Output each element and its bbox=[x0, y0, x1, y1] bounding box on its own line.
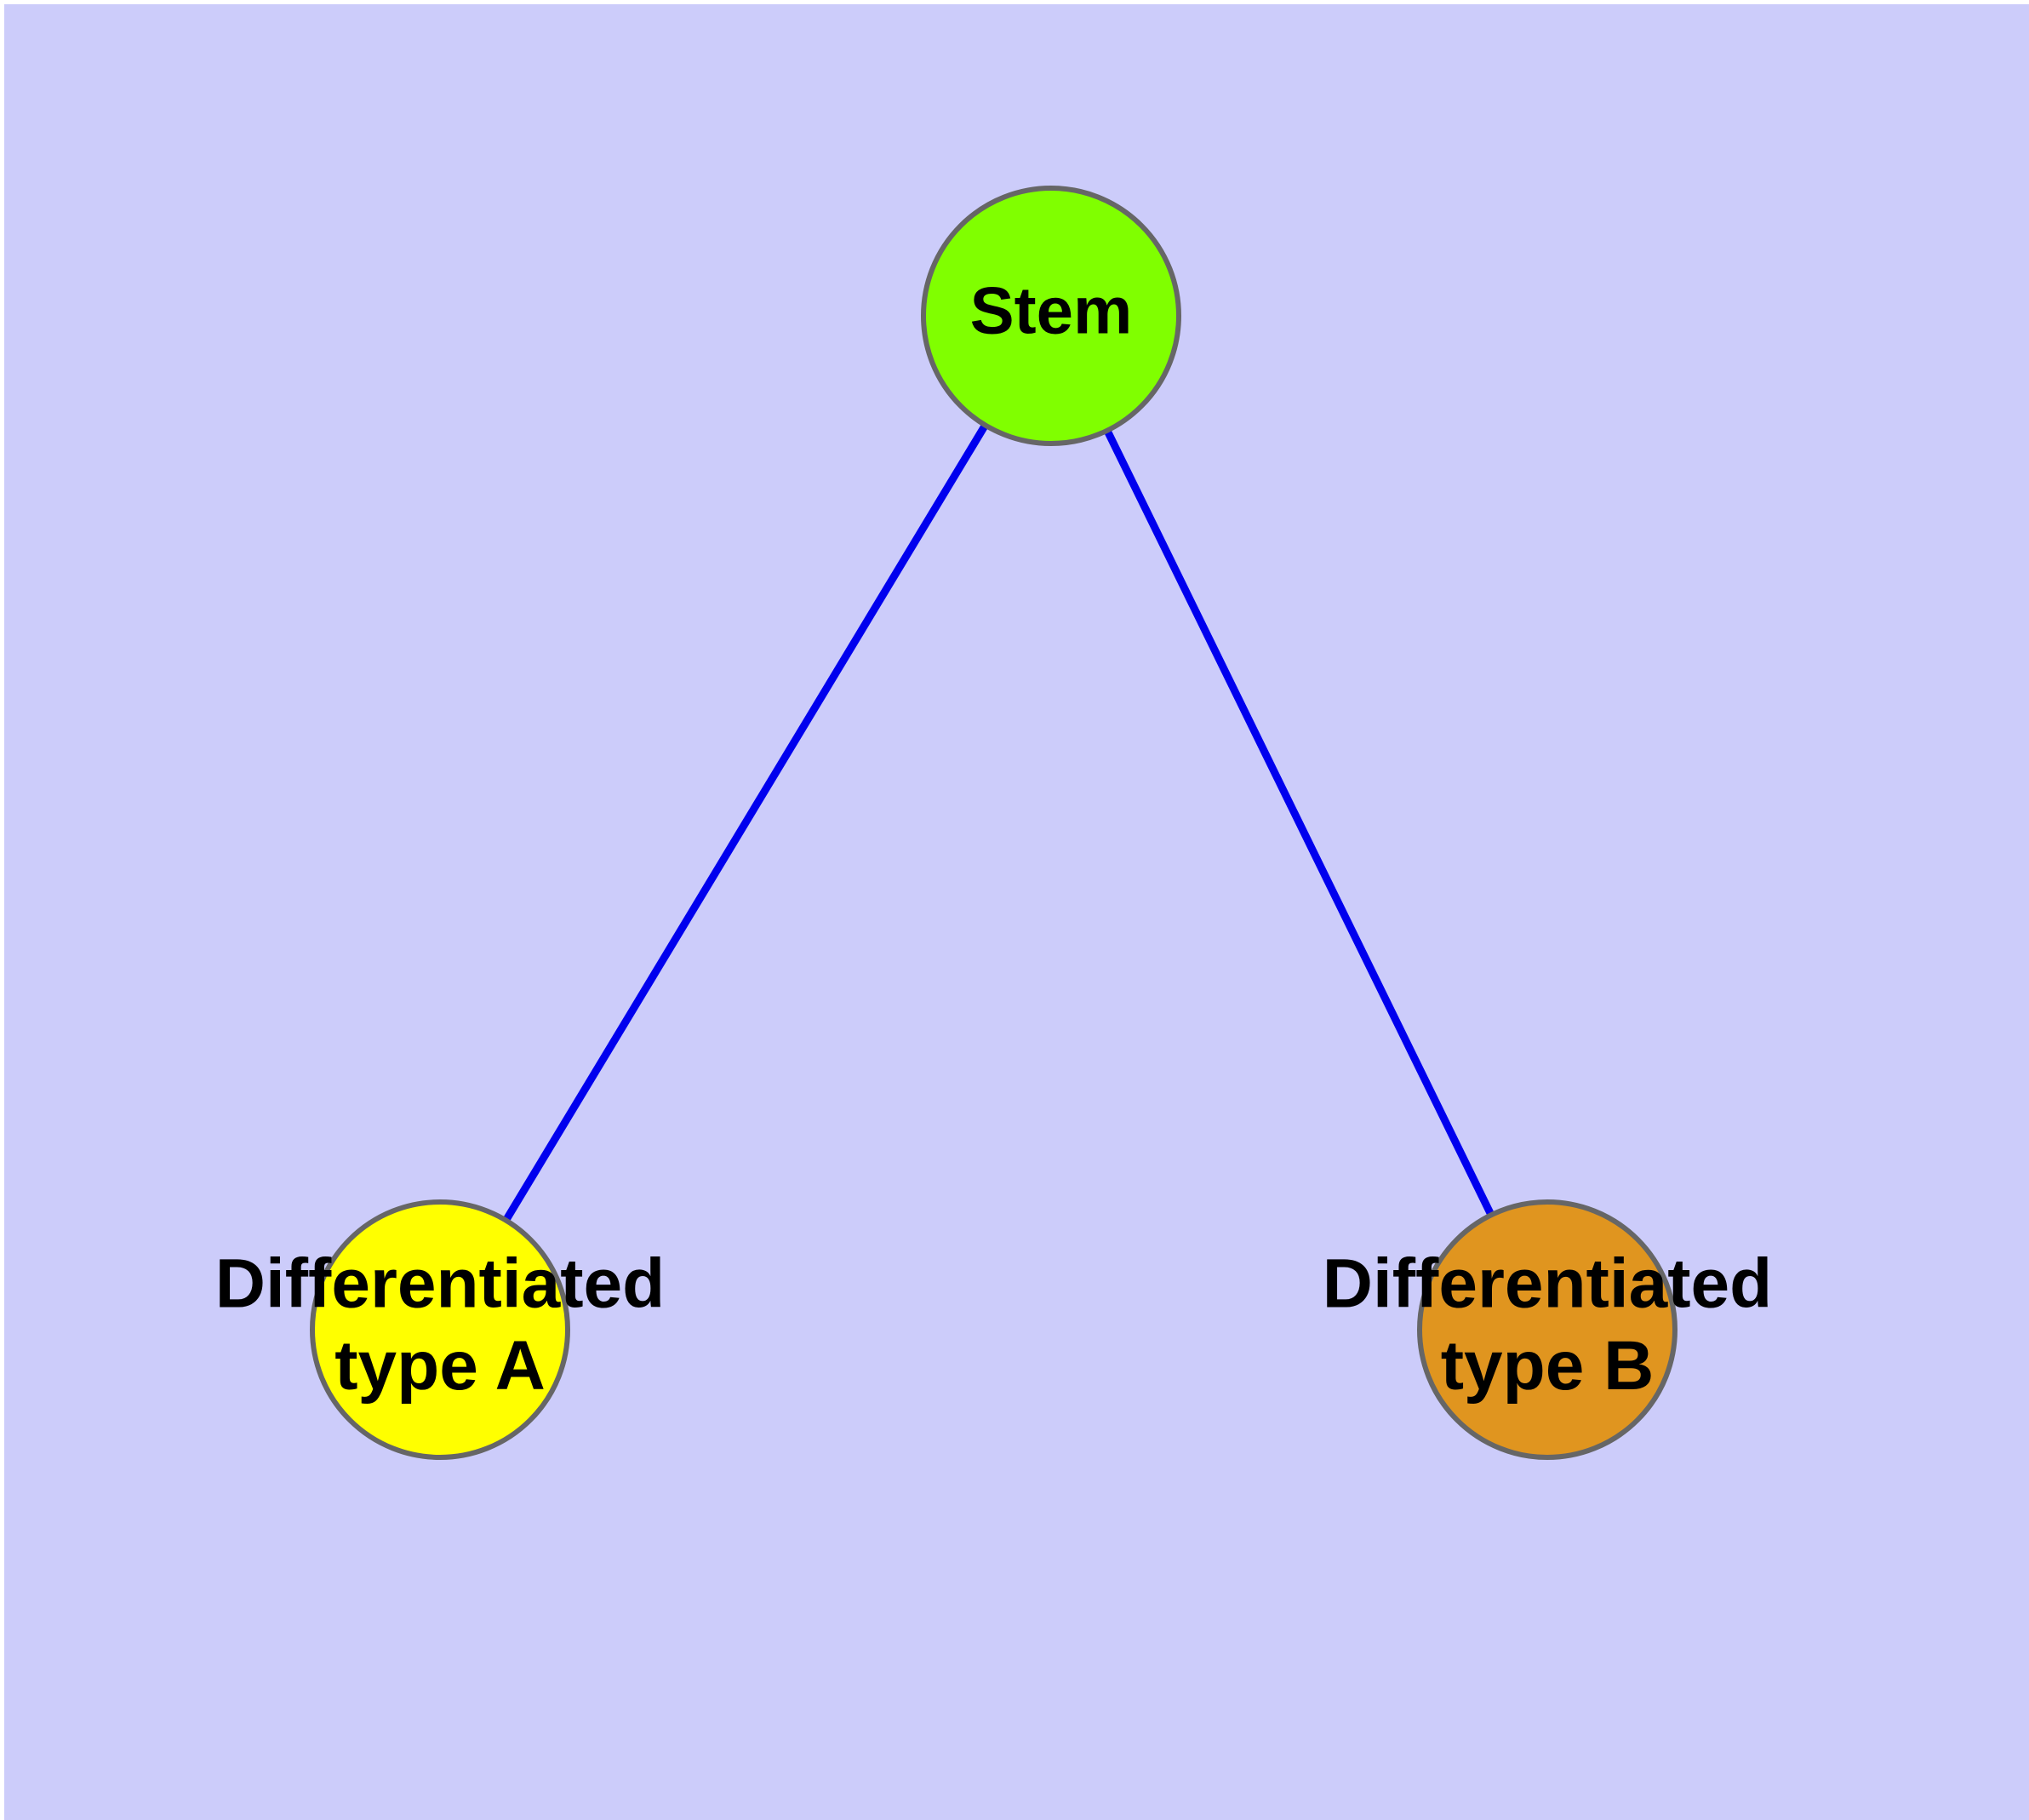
node-differentiated-type-a-label-line2: type A bbox=[334, 1327, 546, 1405]
edge-stem-to-differentiated-type-a[interactable] bbox=[502, 423, 989, 1222]
node-differentiated-type-a-label-line1: Differentiated bbox=[215, 1245, 666, 1322]
node-stem-label: Stem bbox=[970, 273, 1133, 348]
node-differentiated-type-b-circle[interactable] bbox=[1417, 1199, 1677, 1460]
node-differentiated-type-a-circle[interactable] bbox=[310, 1199, 570, 1460]
node-differentiated-type-a[interactable]: Differentiated type A bbox=[215, 1199, 666, 1460]
node-differentiated-type-b-label-line1: Differentiated bbox=[1323, 1245, 1773, 1322]
node-stem[interactable]: Stem bbox=[921, 186, 1181, 446]
edge-stem-to-differentiated-type-b[interactable] bbox=[1103, 428, 1495, 1217]
nodes-group: Stem Differentiated type A Differentiate… bbox=[215, 186, 1773, 1460]
node-differentiated-type-b-label-line2: type B bbox=[1441, 1327, 1655, 1405]
node-differentiated-type-b[interactable]: Differentiated type B bbox=[1323, 1199, 1773, 1460]
edges-group bbox=[502, 423, 1495, 1222]
node-stem-circle[interactable] bbox=[921, 186, 1181, 446]
